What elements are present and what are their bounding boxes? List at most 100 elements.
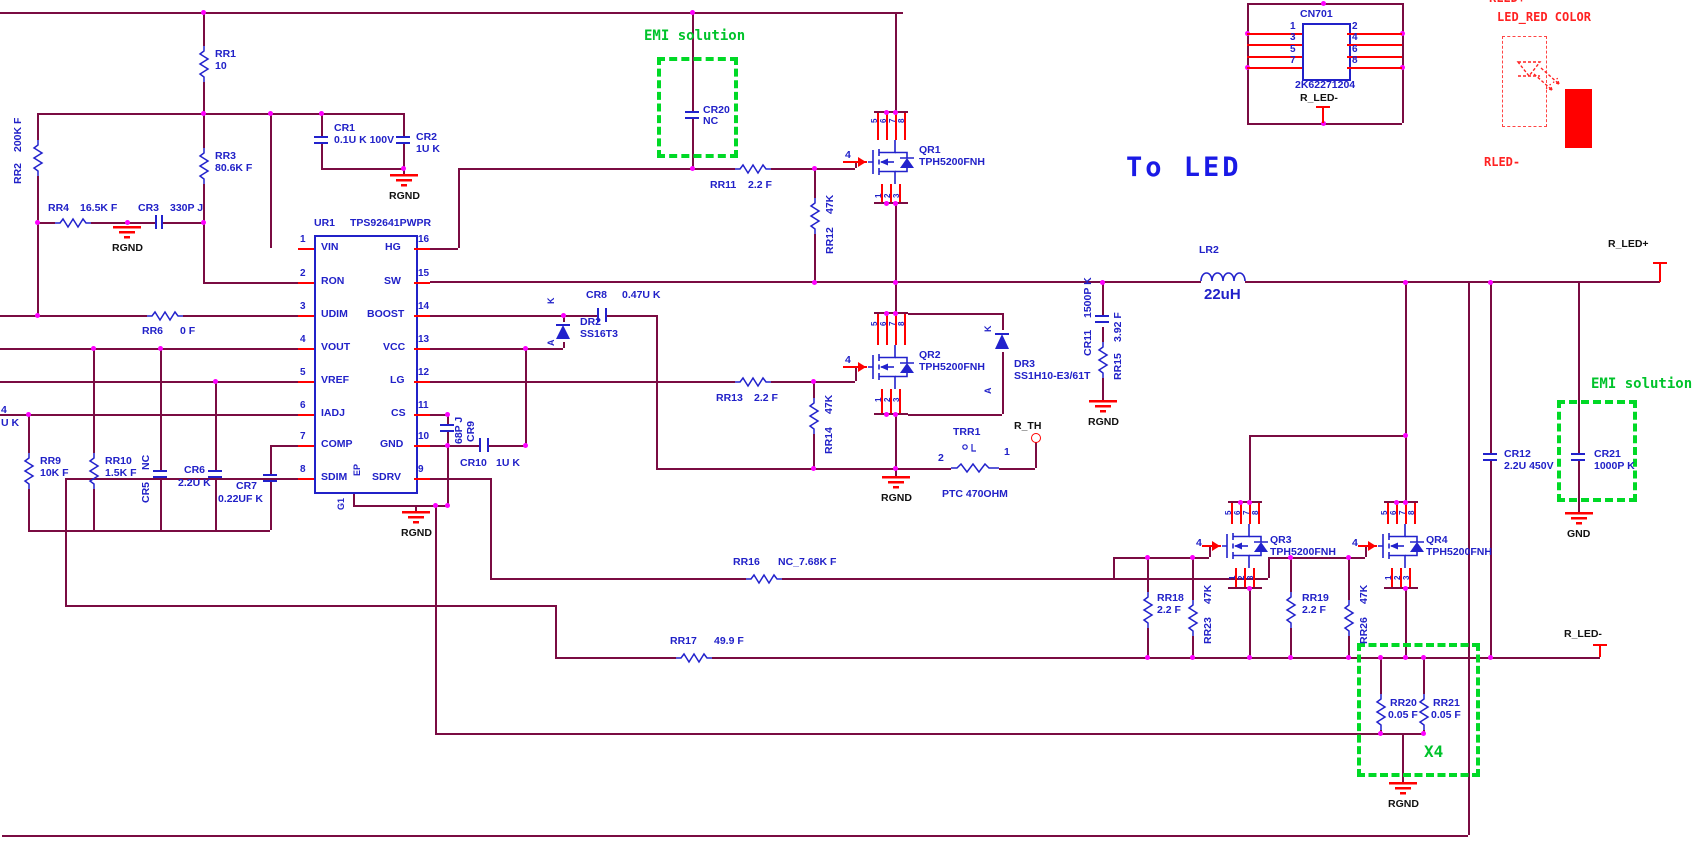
fet-stub bbox=[886, 314, 888, 345]
connector-stub bbox=[1347, 56, 1402, 58]
value-label: 3.92 F bbox=[1112, 312, 1124, 342]
junction-dot bbox=[690, 10, 695, 15]
wire bbox=[692, 12, 694, 111]
wire bbox=[2, 835, 1468, 837]
resistor-symbol bbox=[198, 46, 210, 82]
part-label: TPH5200FNH bbox=[919, 156, 985, 168]
value-label: NC bbox=[140, 454, 152, 470]
fet-bar bbox=[1384, 501, 1418, 503]
ic-pin-stub bbox=[414, 282, 430, 284]
wire bbox=[1348, 636, 1350, 657]
wire bbox=[447, 414, 449, 424]
fet-pin-number: 1 bbox=[874, 193, 883, 198]
ref-label: CR6 bbox=[184, 464, 206, 476]
junction-dot bbox=[1403, 586, 1408, 591]
connector-pin-number: 8 bbox=[1352, 55, 1358, 66]
value-label: 80.6K F bbox=[215, 162, 253, 174]
ref-label: CR7 bbox=[236, 480, 258, 492]
wire bbox=[1247, 3, 1249, 123]
junction-dot bbox=[1378, 731, 1383, 736]
connector-stub bbox=[1247, 56, 1302, 58]
junction-dot bbox=[1394, 500, 1399, 505]
capacitor-symbol bbox=[314, 136, 328, 138]
capacitor-symbol bbox=[396, 142, 410, 144]
ref-label: RR19 bbox=[1302, 592, 1329, 604]
connector-pin-number: 4 bbox=[1352, 32, 1358, 43]
junction-dot bbox=[1190, 655, 1195, 660]
wire bbox=[430, 348, 563, 350]
wire bbox=[353, 505, 447, 507]
resistor-symbol bbox=[808, 398, 820, 434]
ref-label: RR14 bbox=[823, 427, 835, 454]
rgnd-ground-icon bbox=[1089, 400, 1117, 414]
capacitor-symbol bbox=[161, 215, 163, 229]
fet-bar bbox=[874, 312, 908, 314]
junction-dot bbox=[1400, 65, 1405, 70]
value-label: 0.22UF K bbox=[218, 493, 263, 505]
gate-arrow-icon bbox=[858, 362, 866, 372]
resistor-symbol bbox=[1097, 342, 1109, 378]
junction-dot bbox=[125, 220, 130, 225]
r-led-minus-label: R_LED- bbox=[1564, 628, 1602, 640]
wire bbox=[1365, 546, 1367, 557]
wire bbox=[203, 282, 298, 284]
resistor-symbol bbox=[735, 376, 771, 388]
gate-arrow-icon bbox=[858, 157, 866, 167]
mosfet-symbol bbox=[867, 140, 917, 184]
connector-pin-number: 7 bbox=[1290, 55, 1296, 66]
capacitor-symbol bbox=[685, 111, 699, 113]
fet-stub bbox=[899, 184, 901, 202]
rgnd-ground-icon bbox=[882, 476, 910, 490]
gnd-ground-icon bbox=[1565, 512, 1593, 526]
wire bbox=[813, 434, 815, 468]
ic-body[interactable] bbox=[314, 235, 418, 494]
junction-dot bbox=[213, 379, 218, 384]
junction-dot bbox=[35, 313, 40, 318]
wire bbox=[1249, 435, 1251, 501]
ic-ref: UR1 bbox=[314, 217, 336, 229]
junction-dot bbox=[1403, 433, 1408, 438]
connector-body[interactable] bbox=[1302, 23, 1351, 81]
ref-label: QR2 bbox=[919, 349, 941, 361]
emi-label: EMI solution bbox=[644, 28, 746, 44]
capacitor-symbol bbox=[208, 470, 222, 472]
wire bbox=[908, 414, 1002, 416]
fet-stub bbox=[1387, 503, 1389, 524]
gate-arrow-icon bbox=[1212, 541, 1220, 551]
wire bbox=[203, 12, 205, 46]
wire bbox=[28, 489, 30, 530]
ic-pin-stub bbox=[298, 414, 314, 416]
pin-name: LG bbox=[390, 374, 405, 386]
value-label: 2.2 F bbox=[748, 179, 772, 191]
fet-stub bbox=[886, 113, 888, 140]
rgnd-label: RGND bbox=[1088, 416, 1119, 428]
connector-pin-number: 1 bbox=[1290, 21, 1296, 32]
resistor-symbol bbox=[735, 163, 771, 175]
value-label: 68P J bbox=[453, 416, 465, 444]
fet-pin-number: 1 bbox=[874, 397, 883, 402]
gate-wire bbox=[843, 161, 867, 163]
wire bbox=[895, 12, 897, 111]
part-label: TPH5200FNH bbox=[1270, 546, 1336, 558]
junction-dot bbox=[812, 166, 817, 171]
fet-pin-number: 3 bbox=[892, 193, 901, 198]
ref-label: CR10 bbox=[460, 457, 487, 469]
wire bbox=[563, 342, 565, 348]
fet-pin-number: 3 bbox=[1402, 575, 1411, 580]
wire bbox=[435, 505, 437, 733]
pin-number: 12 bbox=[418, 367, 430, 378]
value-label: 0.47U K bbox=[622, 289, 661, 301]
ic-pin-stub bbox=[414, 248, 430, 250]
value-label: 330P J bbox=[170, 202, 204, 214]
ref-label: RR4 bbox=[48, 202, 70, 214]
resistor-symbol bbox=[1187, 600, 1199, 636]
rled-plus-label: RLED+ bbox=[1489, 0, 1525, 5]
wire bbox=[65, 478, 298, 480]
gate-arrow-icon bbox=[1368, 541, 1376, 551]
pin-name: VOUT bbox=[321, 341, 351, 353]
fet-bar bbox=[1228, 501, 1262, 503]
resistor-symbol bbox=[55, 217, 91, 229]
x4-label: X4 bbox=[1424, 742, 1444, 761]
wire bbox=[1147, 628, 1149, 657]
value-label: 2.2U K bbox=[178, 477, 211, 489]
